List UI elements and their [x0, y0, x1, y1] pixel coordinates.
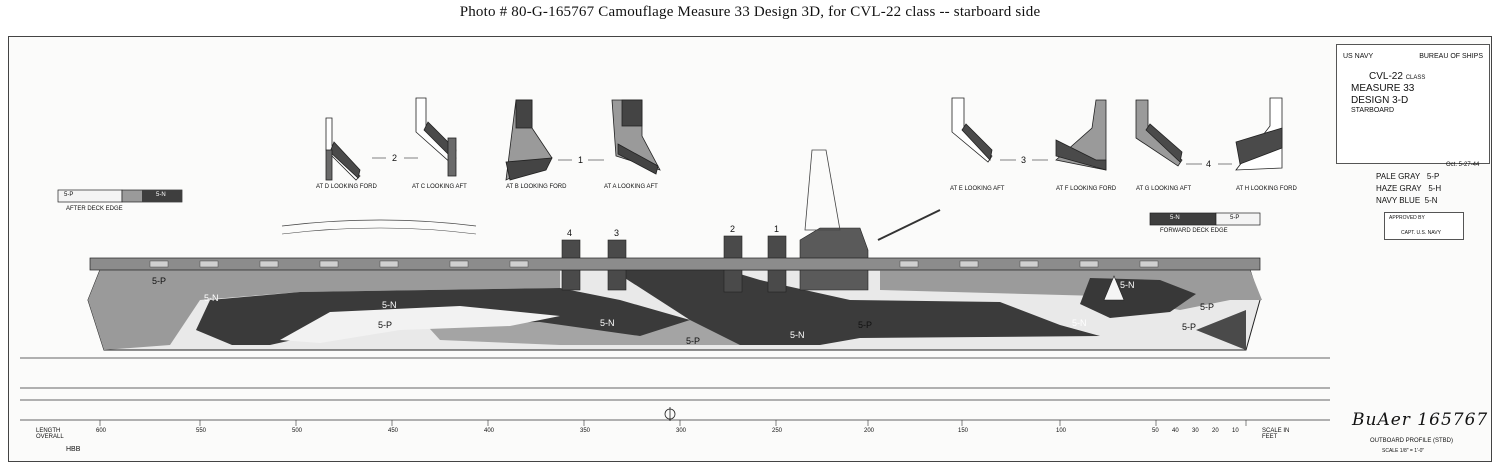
- class-name: CVL-22 CLASS: [1369, 71, 1426, 82]
- stack-number: 4: [567, 228, 573, 238]
- outboard-profile-label: OUTBOARD PROFILE (STBD): [1370, 438, 1454, 444]
- hull-color-code: 5-P: [1182, 322, 1197, 332]
- section-label: AT A LOOKING AFT: [604, 184, 658, 190]
- scale-tick: 600: [96, 428, 107, 434]
- drawing-sheet: [8, 36, 1492, 462]
- hull-color-code: 5-N: [382, 300, 397, 310]
- section-group-number: 2: [392, 153, 398, 163]
- hull-color-code: 5-N: [600, 318, 615, 328]
- stack-number: 3: [614, 228, 620, 238]
- bottom-left-mark: HBB: [66, 446, 81, 453]
- section-label: AT B LOOKING FORD: [506, 184, 567, 190]
- hull-color-code: 5-P: [686, 336, 701, 346]
- hull-color-code: 5-N: [1120, 280, 1135, 290]
- measure-line: MEASURE 33: [1351, 83, 1415, 94]
- section-label: AT E LOOKING AFT: [950, 186, 1005, 192]
- hull-pale-curve: [280, 306, 560, 343]
- scale-tick: 10: [1232, 428, 1239, 434]
- date-mark: Oct. 5-27-44: [1446, 162, 1480, 168]
- section-group-number: 4: [1206, 159, 1212, 169]
- legend-row: HAZE GRAY 5-H: [1376, 184, 1442, 193]
- stack-number: 1: [774, 224, 780, 234]
- after-deck-right-code: 5-N: [156, 192, 166, 198]
- buaer-number: BuAer 165767: [1352, 410, 1489, 430]
- hull-color-code: 5-N: [790, 330, 805, 340]
- stack-number: 2: [730, 224, 736, 234]
- cross-sections: [325, 97, 1283, 181]
- hull-color-code: 5-P: [1200, 302, 1215, 312]
- legend-row: PALE GRAY 5-P: [1376, 172, 1440, 181]
- scale-tick: 20: [1212, 428, 1219, 434]
- section-label: AT H LOOKING FORD: [1236, 186, 1297, 192]
- hull-color-code: 5-N: [1072, 318, 1087, 328]
- scale-label: SCALE IN FEET: [1262, 428, 1290, 440]
- hull-haze-aft: [88, 270, 560, 350]
- section-label: AT D LOOKING FORD: [316, 184, 377, 190]
- scale-tick: 50: [1152, 428, 1159, 434]
- length-label: LENGTH OVERALL: [36, 428, 64, 440]
- legend-row: NAVY BLUE 5-N: [1376, 196, 1438, 205]
- forward-deck-edge-label: FORWARD DECK EDGE: [1160, 228, 1228, 234]
- scale-tick: 500: [292, 428, 303, 434]
- section-group-number: 3: [1021, 155, 1027, 165]
- scale-tick: 150: [958, 428, 969, 434]
- scale-tick: 40: [1172, 428, 1179, 434]
- section-group-number: 1: [578, 155, 584, 165]
- scale-tick: 30: [1192, 428, 1199, 434]
- scale-tick: 200: [864, 428, 875, 434]
- approval-stamp: APPROVED BY CAPT. U.S. NAVY: [1384, 212, 1464, 240]
- agency-right: BUREAU OF SHIPS: [1419, 53, 1483, 60]
- forward-deck-right-code: 5-P: [1230, 215, 1240, 221]
- section-label: AT G LOOKING AFT: [1136, 186, 1192, 192]
- hull-color-code: 5-P: [152, 276, 167, 286]
- side-line: STARBOARD: [1351, 107, 1395, 114]
- hull-color-code: 5-P: [858, 320, 873, 330]
- hull-color-code: 5-P: [378, 320, 393, 330]
- section-label: AT C LOOKING AFT: [412, 184, 467, 190]
- forward-deck-edge-bar: [1149, 212, 1261, 226]
- scale-tick: 400: [484, 428, 495, 434]
- agency-left: US NAVY: [1343, 53, 1374, 60]
- scale-tick: 550: [196, 428, 207, 434]
- scale-tick: 450: [388, 428, 399, 434]
- scale-tick: 350: [580, 428, 591, 434]
- forward-deck-left-code: 5-N: [1170, 215, 1180, 221]
- scale-tick: 300: [676, 428, 687, 434]
- scale-tick: 250: [772, 428, 783, 434]
- title-block: US NAVY BUREAU OF SHIPS CVL-22 CLASS MEA…: [1336, 44, 1490, 164]
- photo-caption: Photo # 80-G-165767 Camouflage Measure 3…: [459, 4, 1041, 20]
- scale-tick: 100: [1056, 428, 1067, 434]
- hull-color-code: 5-N: [204, 293, 219, 303]
- after-deck-edge-bar: [57, 189, 183, 203]
- after-deck-left-code: 5-P: [64, 192, 74, 198]
- design-line: DESIGN 3-D: [1351, 95, 1409, 106]
- after-deck-edge-label: AFTER DECK EDGE: [66, 206, 123, 212]
- section-label: AT F LOOKING FORD: [1056, 186, 1117, 192]
- scale-ratio: SCALE 1/8" = 1'-0": [1382, 448, 1425, 454]
